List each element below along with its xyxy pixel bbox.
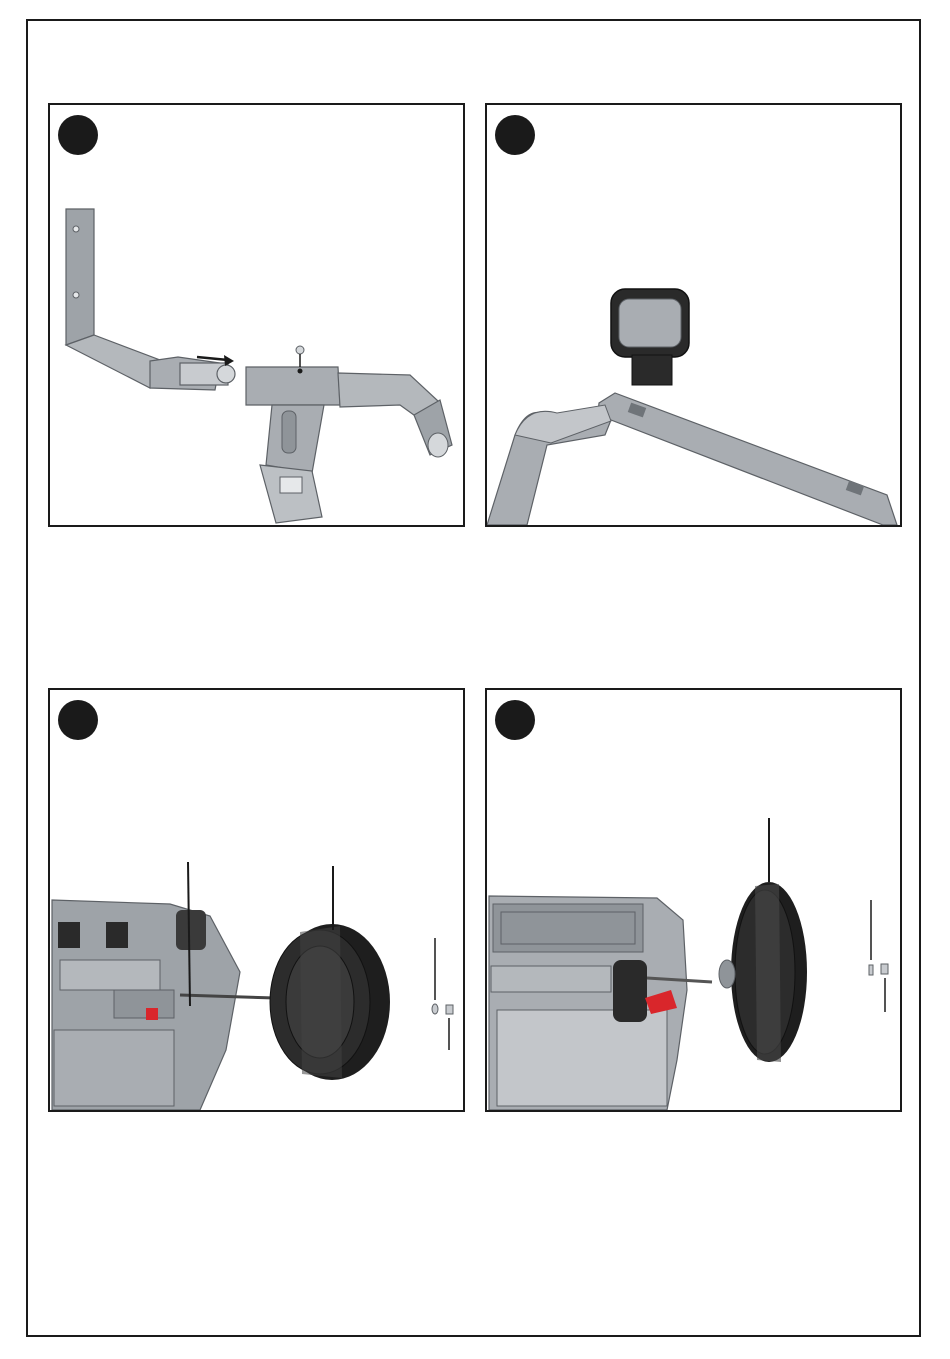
wheel-icon — [270, 924, 390, 1080]
direction-arrow-line — [197, 357, 228, 360]
step-panel-1 — [48, 103, 465, 527]
wheel-mounting-illustration — [487, 690, 900, 1110]
step-panel-4 — [485, 688, 902, 1112]
arrow-head-icon — [224, 355, 234, 366]
step-panel-3 — [48, 688, 465, 1112]
handlebar-assembly-illustration — [50, 105, 463, 525]
step-panel-2 — [485, 103, 902, 527]
wheel-removal-illustration — [50, 690, 463, 1110]
seat-back-illustration — [487, 105, 900, 525]
wheel-icon — [719, 882, 807, 1062]
